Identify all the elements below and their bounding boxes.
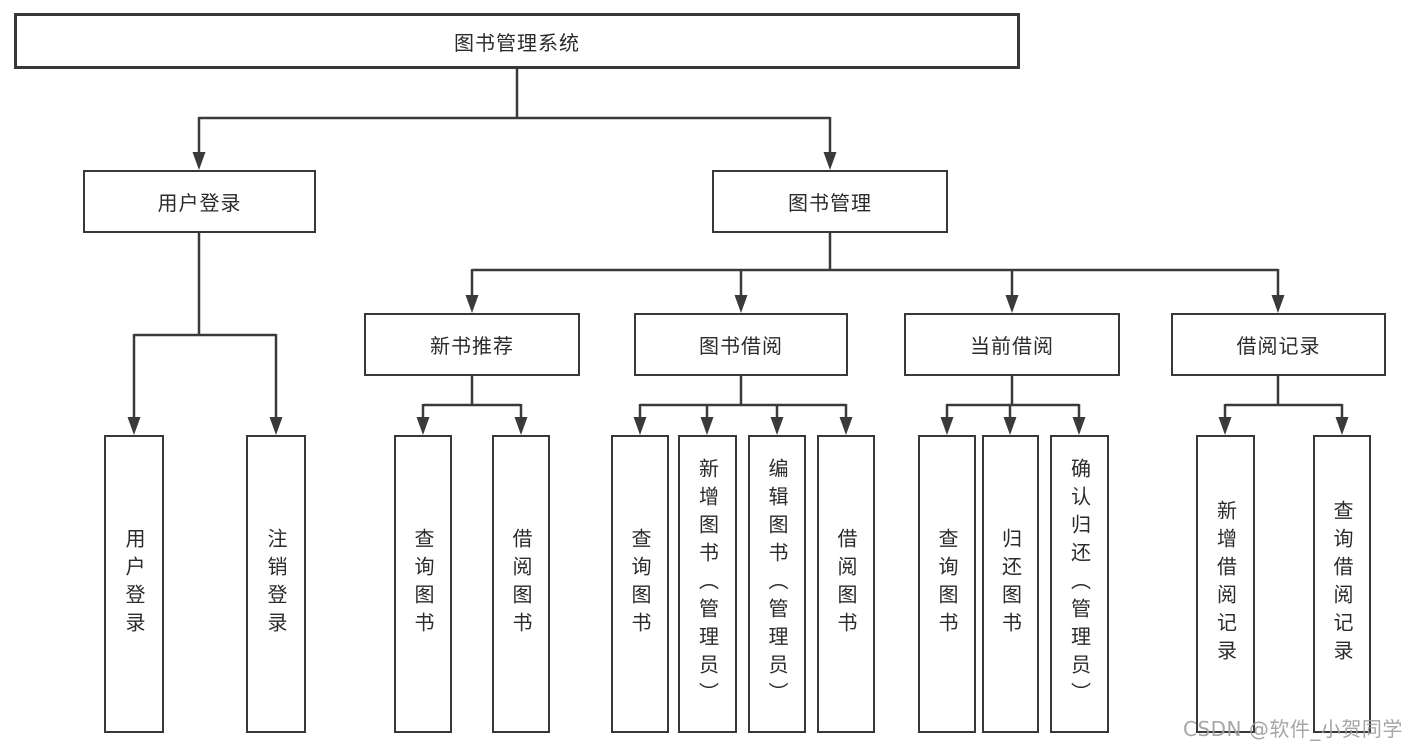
leaf-label: 借阅图书 xyxy=(509,528,533,640)
leaf-borrow-books-recommend: 借阅图书 xyxy=(492,435,550,733)
node-new-book-recommendation: 新书推荐 xyxy=(364,313,580,376)
node-label: 用户登录 xyxy=(157,191,242,215)
leaf-query-books-recommend: 查询图书 xyxy=(394,435,452,733)
leaf-label: 新增图书（管理员） xyxy=(695,458,720,710)
leaf-edit-books-admin: 编辑图书（管理员） xyxy=(748,435,806,733)
node-book-borrowing: 图书借阅 xyxy=(634,313,848,376)
leaf-add-borrow-record: 新增借阅记录 xyxy=(1196,435,1255,733)
leaf-label: 确认归还（管理员） xyxy=(1067,458,1092,710)
connector-path xyxy=(132,69,1344,421)
leaf-label: 归还图书 xyxy=(998,528,1023,640)
leaf-add-books-admin: 新增图书（管理员） xyxy=(678,435,737,733)
node-label: 图书管理 xyxy=(788,191,872,215)
node-book-management: 图书管理 xyxy=(712,170,948,233)
leaf-label: 注销登录 xyxy=(264,528,288,640)
leaf-query-borrow-record: 查询借阅记录 xyxy=(1313,435,1371,733)
leaf-label: 查询图书 xyxy=(935,528,959,640)
leaf-user-login: 用户登录 xyxy=(104,435,164,733)
leaf-confirm-return-admin: 确认归还（管理员） xyxy=(1050,435,1109,733)
leaf-label: 借阅图书 xyxy=(834,528,858,640)
arrowhead-icons xyxy=(127,152,1349,435)
leaf-label: 编辑图书（管理员） xyxy=(765,458,789,710)
node-label: 借阅记录 xyxy=(1236,334,1321,358)
node-label: 当前借阅 xyxy=(970,334,1054,358)
node-label: 图书管理系统 xyxy=(454,30,580,55)
leaf-logout: 注销登录 xyxy=(246,435,306,733)
leaf-label: 查询图书 xyxy=(411,528,435,640)
node-label: 新书推荐 xyxy=(430,334,514,358)
leaf-label: 查询借阅记录 xyxy=(1330,500,1354,668)
leaf-query-books-current: 查询图书 xyxy=(918,435,976,733)
node-user-login: 用户登录 xyxy=(83,170,316,233)
node-borrowing-records: 借阅记录 xyxy=(1171,313,1386,376)
leaf-label: 查询图书 xyxy=(628,528,652,640)
leaf-label: 新增借阅记录 xyxy=(1213,500,1238,668)
leaf-borrow-books: 借阅图书 xyxy=(817,435,875,733)
leaf-return-books: 归还图书 xyxy=(982,435,1039,733)
node-library-management-system: 图书管理系统 xyxy=(14,13,1020,69)
node-label: 图书借阅 xyxy=(699,334,783,358)
node-current-borrowing: 当前借阅 xyxy=(904,313,1120,376)
leaf-query-books-borrow: 查询图书 xyxy=(611,435,669,733)
leaf-label: 用户登录 xyxy=(122,528,146,640)
csdn-watermark: CSDN @软件_小贺同学 xyxy=(1183,717,1403,741)
